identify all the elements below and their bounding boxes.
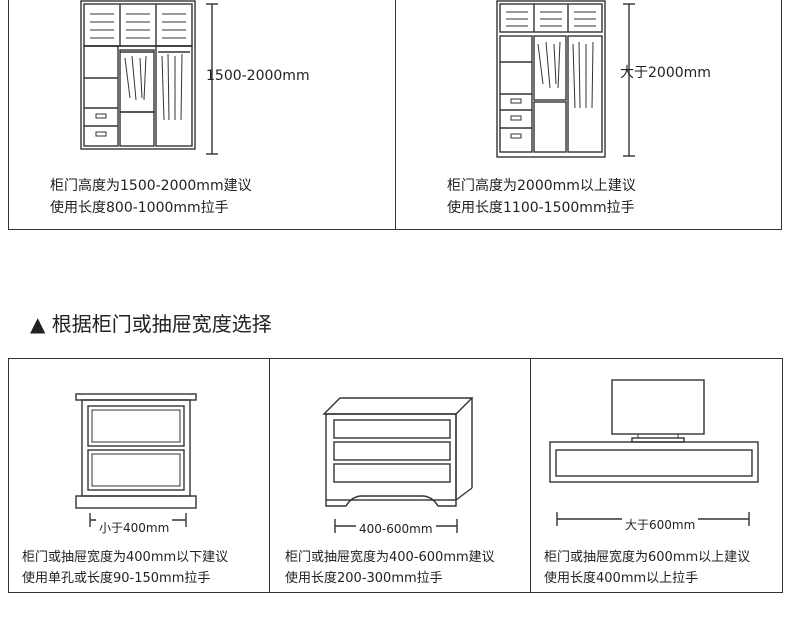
top-left-line2: 使用长度800-1000mm拉手	[50, 200, 229, 216]
height-dimension-line-left	[206, 3, 218, 155]
top-right-line1: 柜门高度为2000mm以上建议	[447, 178, 636, 194]
bottom-3-line2: 使用长度400mm以上拉手	[544, 571, 699, 586]
dresser-illustration	[322, 397, 474, 507]
nightstand-illustration	[75, 393, 197, 509]
wardrobe-illustration-right	[496, 0, 606, 158]
bottom-panel-3	[530, 358, 783, 593]
top-panel-right	[395, 0, 782, 230]
wardrobe-illustration-left	[80, 0, 196, 150]
width-dimension-label-2: 400-600mm	[356, 522, 436, 536]
top-left-line1: 柜门高度为1500-2000mm建议	[50, 178, 252, 194]
width-dimension-label-1: 小于400mm	[96, 519, 173, 536]
bottom-1-line2: 使用单孔或长度90-150mm拉手	[22, 571, 211, 586]
bottom-1-line1: 柜门或抽屉宽度为400mm以下建议	[22, 550, 229, 565]
top-right-line2: 使用长度1100-1500mm拉手	[447, 200, 635, 216]
bottom-3-line1: 柜门或抽屉宽度为600mm以上建议	[544, 550, 751, 565]
height-dimension-line-right	[623, 3, 635, 157]
bottom-2-line1: 柜门或抽屉宽度为400-600mm建议	[285, 550, 495, 565]
section-heading: ▲ 根据柜门或抽屉宽度选择	[30, 312, 272, 336]
width-dimension-label-3: 大于600mm	[622, 516, 699, 533]
height-dimension-label-right: 大于2000mm	[620, 65, 711, 81]
height-dimension-label-left: 1500-2000mm	[206, 68, 310, 84]
bottom-2-line2: 使用长度200-300mm拉手	[285, 571, 443, 586]
tv-cabinet-illustration	[549, 379, 759, 483]
